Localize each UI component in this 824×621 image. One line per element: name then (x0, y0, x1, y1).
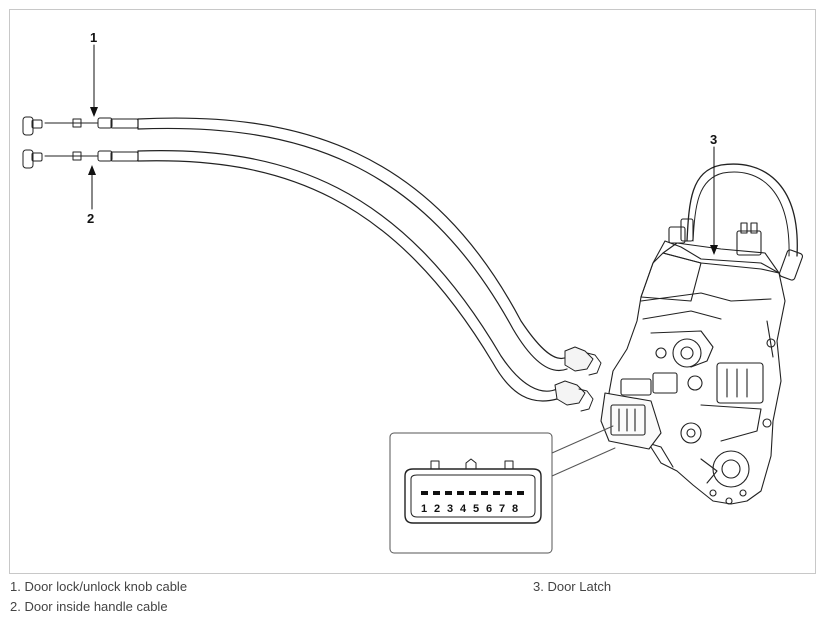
cable-grommets (554, 346, 602, 412)
callout-2: 2 (87, 165, 96, 226)
callout-3-number: 3 (710, 132, 717, 147)
pin-label-1: 1 (421, 503, 427, 515)
diagram-frame: 1 2 3 4 5 6 7 8 1 2 3 (9, 9, 816, 574)
pin-label-7: 7 (499, 503, 505, 515)
pin-label-2: 2 (434, 503, 440, 515)
pin-label-6: 6 (486, 503, 492, 515)
callout-2-number: 2 (87, 211, 94, 226)
callout-3: 3 (710, 132, 718, 255)
legend-item-1: 1. Door lock/unlock knob cable (10, 579, 188, 594)
lock-knob-cable (22, 116, 568, 371)
door-latch-body (600, 163, 804, 505)
pin-slots (421, 491, 524, 495)
pin-label-3: 3 (447, 503, 453, 515)
pin-label-5: 5 (473, 503, 479, 515)
door-latch-diagram: 1 2 3 4 5 6 7 8 1 2 3 (22, 30, 804, 554)
inside-handle-cable (22, 149, 558, 402)
legend-item-3: 3. Door Latch (533, 579, 612, 594)
pin-label-8: 8 (512, 503, 518, 515)
legend-item-2: 2. Door inside handle cable (10, 599, 168, 614)
callout-1-number: 1 (90, 30, 97, 45)
pin-label-4: 4 (460, 503, 467, 515)
connector-detail: 1 2 3 4 5 6 7 8 (389, 425, 616, 554)
callout-1: 1 (90, 30, 98, 117)
